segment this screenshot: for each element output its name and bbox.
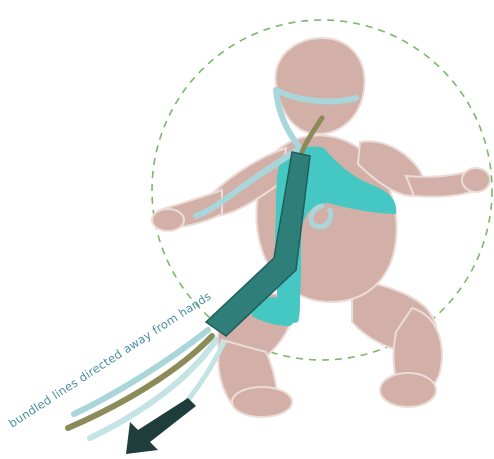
right-foot [380, 373, 436, 407]
line-trailing-olive [68, 336, 212, 428]
arrow-down-left-icon [126, 398, 196, 454]
right-hand [462, 168, 490, 192]
left-foot [232, 387, 292, 417]
left-hand [152, 209, 184, 231]
